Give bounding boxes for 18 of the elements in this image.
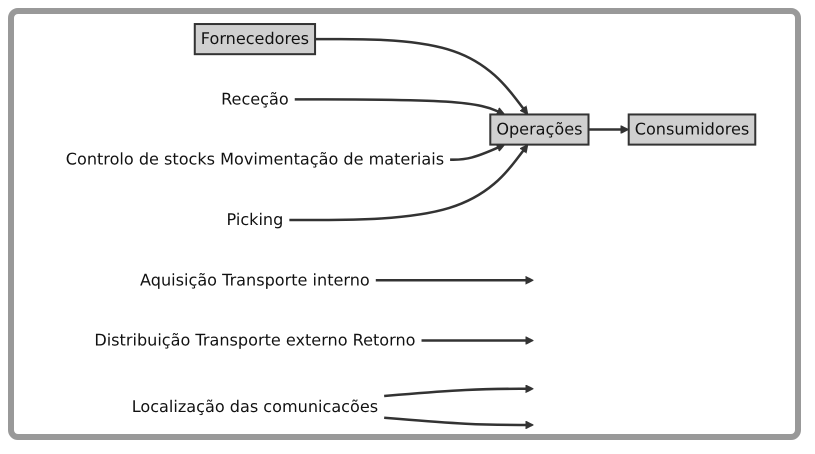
node-label: Controlo de stocks Movimentação de materiais bbox=[66, 150, 444, 169]
arrow bbox=[384, 384, 534, 398]
arrow bbox=[294, 98, 506, 116]
arrow bbox=[384, 416, 534, 430]
process-box: Fornecedores bbox=[194, 23, 316, 56]
arrow bbox=[588, 125, 630, 134]
node-label: Localização das comunicacões bbox=[132, 396, 378, 416]
arrow bbox=[376, 276, 534, 285]
arrow bbox=[450, 144, 506, 161]
arrow bbox=[422, 336, 534, 345]
node-label: Picking bbox=[226, 210, 284, 230]
process-box: Consumidores bbox=[628, 113, 756, 146]
arrow bbox=[315, 38, 528, 115]
node-label: Receção bbox=[221, 89, 289, 108]
node-label: Distribuição Transporte externo Retorno bbox=[94, 330, 416, 350]
process-box: Operações bbox=[489, 113, 590, 146]
node-label: Aquisição Transporte interno bbox=[140, 270, 370, 290]
arrow bbox=[289, 144, 528, 222]
